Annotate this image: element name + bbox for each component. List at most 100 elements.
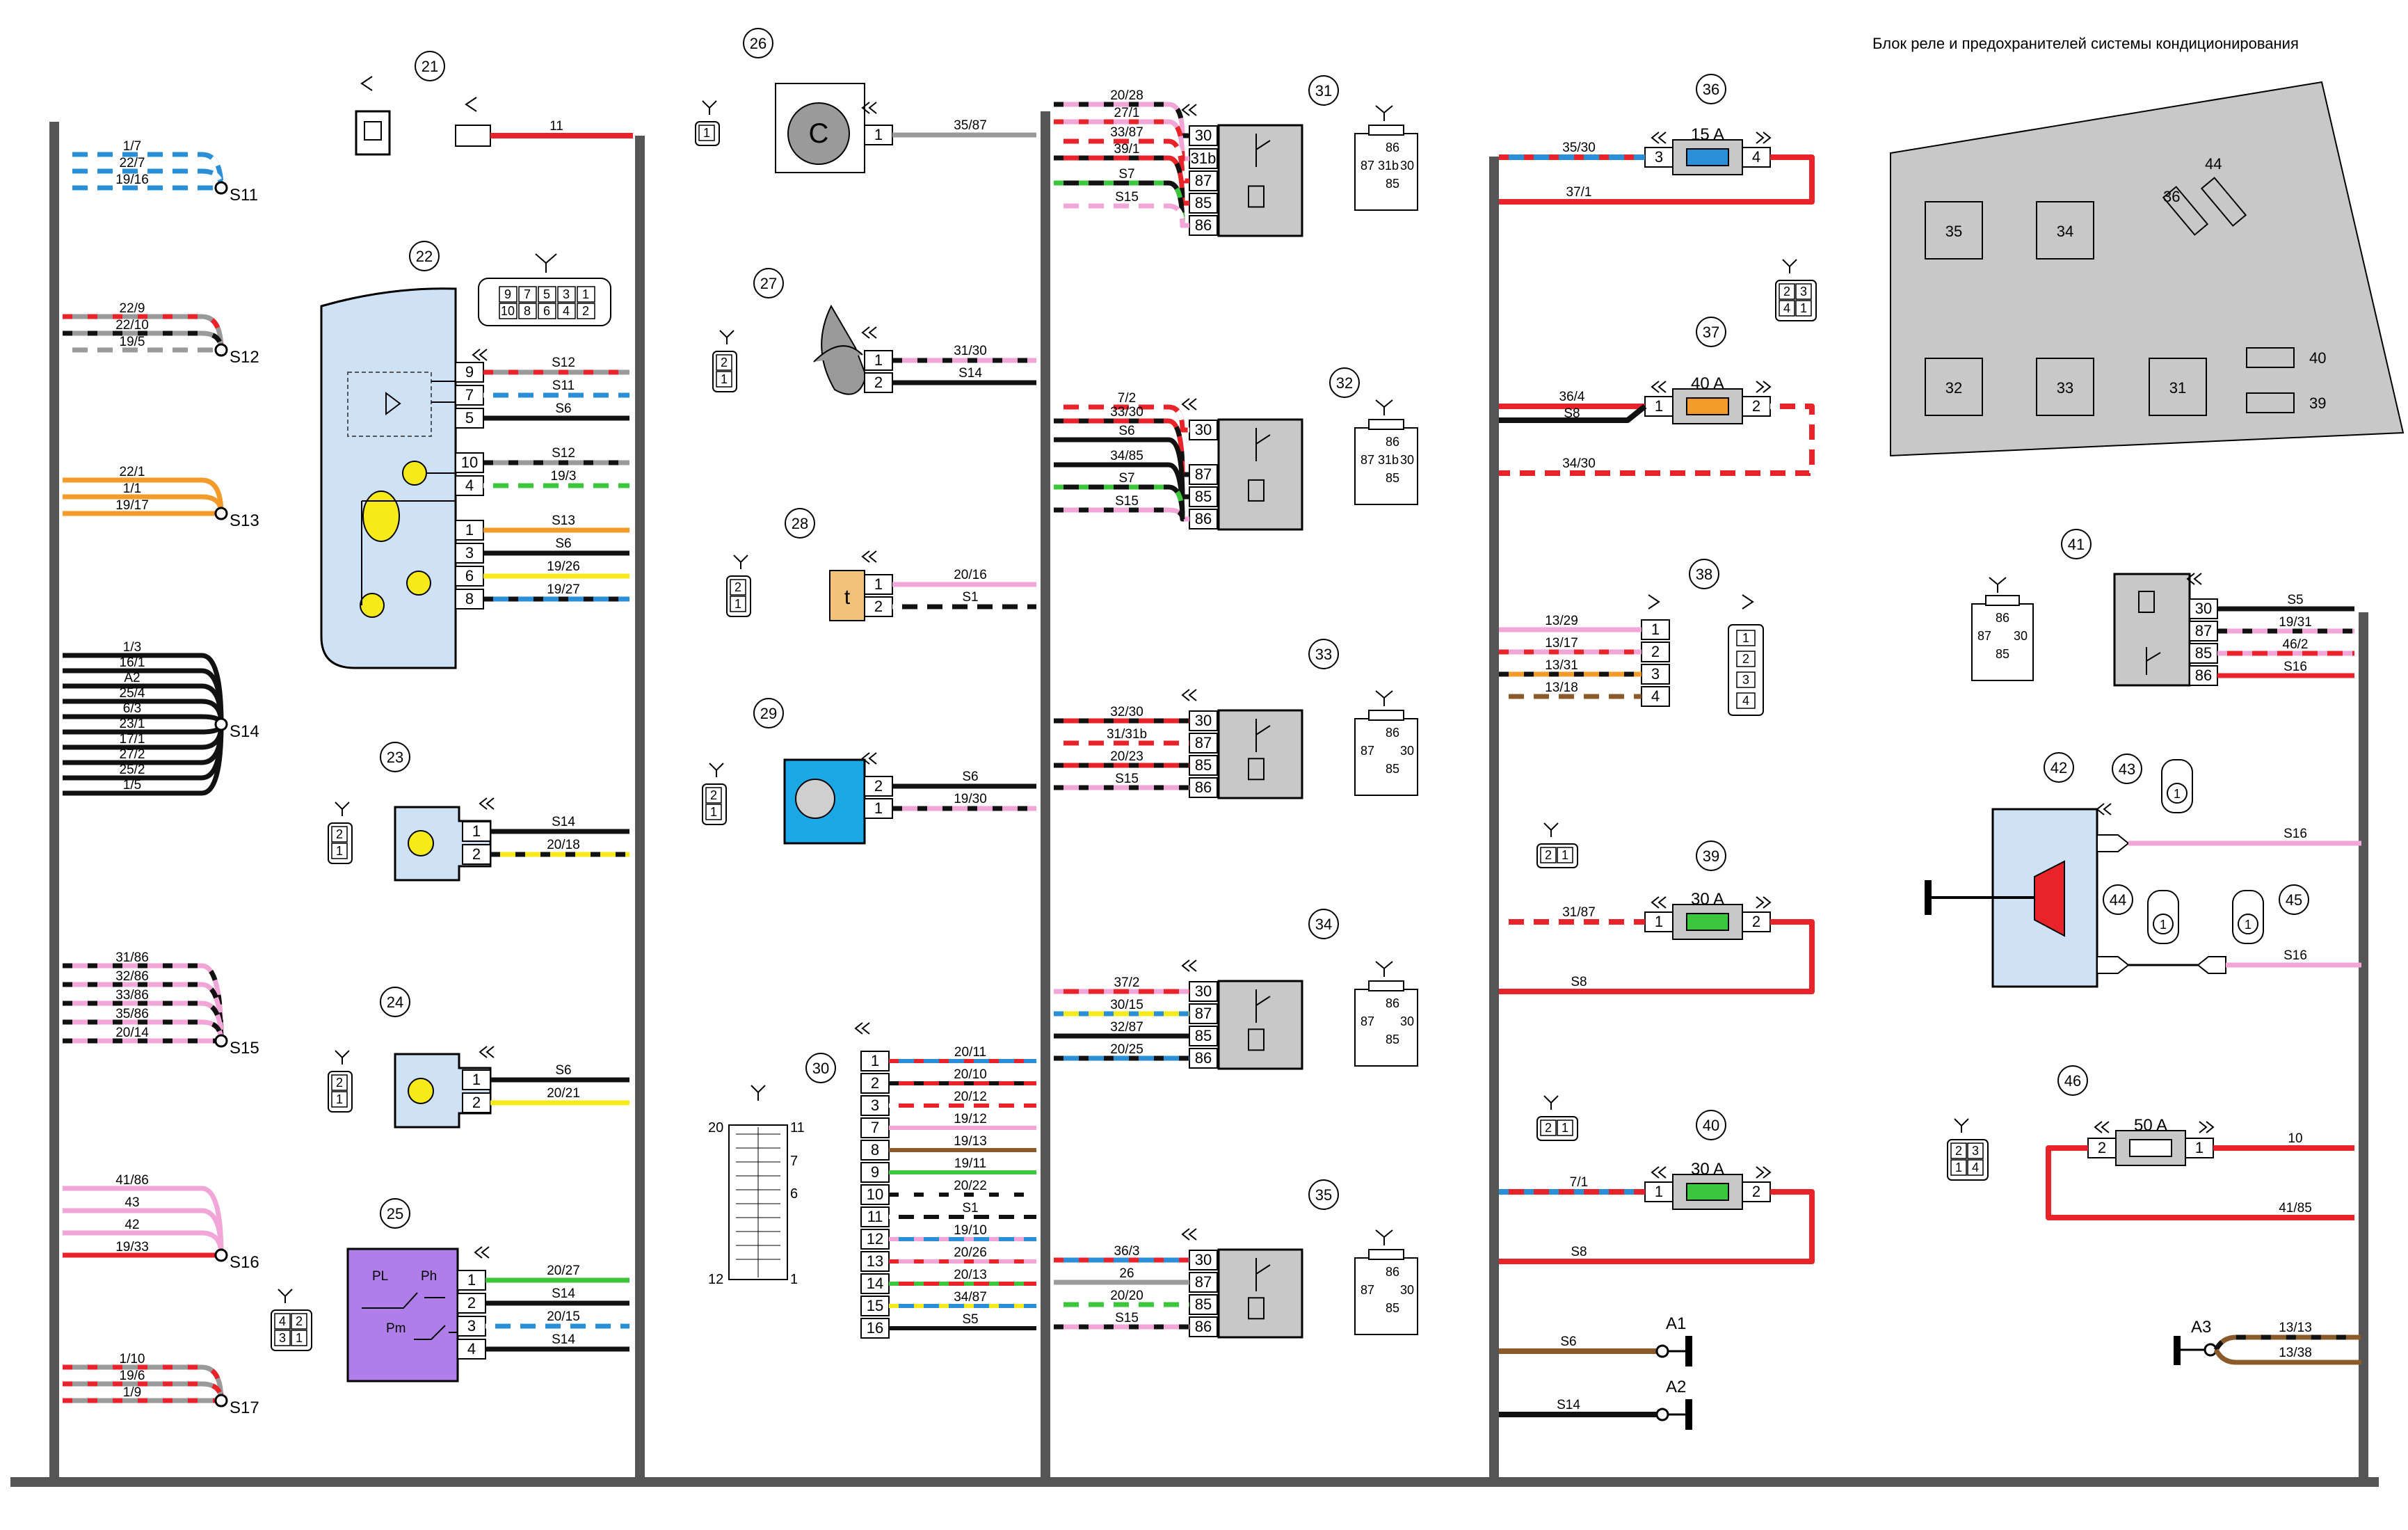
fuse-pin: 1 (1644, 396, 1673, 417)
pin-number: 3 (1651, 665, 1660, 683)
component-22: 22 9S127S115S610S12419/31S133S6619/26819… (320, 241, 629, 669)
plug-arrow-icon (854, 1022, 870, 1035)
pin-number: 1 (1655, 397, 1663, 415)
fuse-pin: 1 (1644, 911, 1673, 932)
pin-number: 30 (1195, 712, 1212, 729)
pin-22-8: 8 (455, 589, 484, 609)
pin-number: 4 (1752, 148, 1760, 166)
svg-text:40: 40 (2309, 349, 2326, 367)
plug-arrow-icon (1651, 381, 1667, 393)
pin-number: 4 (467, 1340, 476, 1357)
wire-label: 34/85 (1110, 449, 1143, 463)
pin-number: 85 (1195, 756, 1212, 774)
svg-text:3: 3 (1742, 673, 1749, 687)
plug-arrow-icon (1651, 132, 1667, 144)
wire-label: 11 (549, 119, 563, 134)
plug-arrow-icon (861, 326, 877, 339)
pin-1: 1 (864, 798, 893, 819)
connector-label: 7 (790, 1154, 798, 1169)
pin-number: 1 (472, 822, 481, 840)
svg-text:Pm: Pm (386, 1321, 406, 1336)
wire-label: S6 (555, 1063, 571, 1078)
pin-1: 1 (462, 821, 491, 842)
relay-pin-86: 86 (1189, 1048, 1218, 1069)
svg-text:30: 30 (1400, 1014, 1414, 1028)
wire-label: S14 (552, 1332, 575, 1347)
connector-pin: 1 (296, 1331, 303, 1345)
relay-socket-icon (1354, 427, 1418, 505)
wire-label: 42 (125, 1218, 139, 1232)
plug-arrow-icon (1756, 896, 1772, 909)
wire-label: 7/2 (1118, 391, 1136, 406)
plug-arrow-icon (1181, 689, 1197, 701)
wire-label: S8 (1571, 1245, 1587, 1259)
wire-label: S14 (1557, 1398, 1580, 1412)
component-number: 32 (1336, 374, 1353, 392)
pin-30-14: 14 (860, 1273, 890, 1294)
splice-label: S15 (230, 1039, 259, 1058)
pin-22-5: 5 (455, 408, 484, 429)
pin-30-7: 7 (860, 1117, 890, 1138)
pin-4: 4 (457, 1339, 486, 1360)
svg-text:23: 23 (387, 749, 403, 766)
wire-label: 31/87 (1562, 905, 1596, 920)
wire-label: 20/23 (1110, 749, 1143, 764)
pin-number: 7 (871, 1119, 879, 1136)
lamp-icon (406, 571, 431, 596)
svg-text:45: 45 (2286, 891, 2302, 909)
wire-label: 20/25 (1110, 1042, 1143, 1057)
wire-label: 35/86 (115, 1007, 149, 1021)
lamp-icon (402, 461, 427, 486)
connector-pin: 1 (582, 287, 589, 301)
wire-label: S7 (1118, 471, 1134, 486)
connector-label: 20 (708, 1120, 723, 1135)
connector-43: 431 (2112, 754, 2193, 813)
wire-label: 17/1 (120, 732, 145, 747)
connector-pin: 2 (1545, 1121, 1552, 1135)
wire-label: 32/86 (115, 969, 149, 984)
pin-number: 12 (867, 1230, 883, 1248)
svg-text:26: 26 (750, 35, 766, 52)
wire-label: S6 (1560, 1334, 1576, 1349)
pin-number: 7 (465, 386, 474, 404)
relay-body (1217, 124, 1303, 237)
wire-label: 20/27 (547, 1264, 580, 1278)
svg-text:86: 86 (1386, 996, 1399, 1010)
wire-label: 20/14 (115, 1026, 149, 1040)
pin-2: 2 (864, 372, 893, 393)
wire-label: 1/7 (123, 139, 141, 154)
connector-pin: 5 (543, 287, 550, 301)
connector-pin: 2 (721, 356, 728, 369)
pin-38-4: 4 (1641, 686, 1670, 707)
plug-arrow-icon (2199, 1121, 2215, 1133)
wire-label: 35/87 (954, 118, 987, 133)
wire-label: 19/26 (547, 559, 580, 574)
svg-text:87: 87 (1360, 1283, 1374, 1297)
pin-number: 15 (867, 1297, 883, 1314)
harness-buses (10, 111, 2379, 1487)
component-21: 21 11 (355, 51, 633, 156)
relay-pin-30: 30 (1189, 981, 1218, 1002)
connector-pin: 3 (279, 1331, 286, 1345)
pin-22-3: 3 (455, 543, 484, 564)
plug-arrow-icon (861, 752, 877, 765)
fuse-element-icon (1686, 148, 1729, 166)
plug-arrow-icon (479, 797, 495, 810)
wire-label: 20/20 (1110, 1289, 1143, 1303)
svg-text:86: 86 (1386, 435, 1399, 449)
wire-label: 34/87 (954, 1290, 987, 1305)
pin-2: 2 (864, 776, 893, 797)
connector-arrow-icon (360, 76, 373, 91)
svg-text:38: 38 (1696, 566, 1712, 583)
svg-text:86: 86 (1996, 611, 2009, 625)
relay-pin-30: 30 (1189, 1250, 1218, 1270)
pin-38-2: 2 (1641, 642, 1670, 662)
connector-pin: 1 (1955, 1161, 1962, 1174)
